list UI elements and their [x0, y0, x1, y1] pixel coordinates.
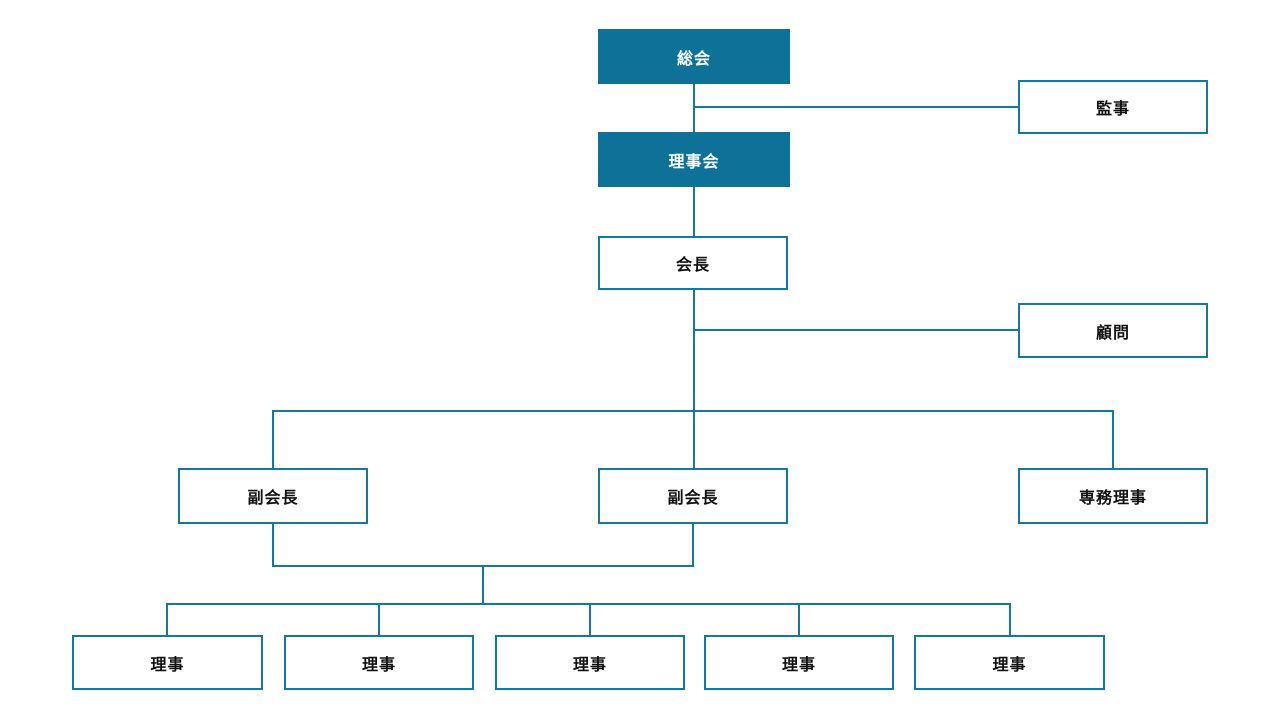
org-node-riji-4: 理事: [704, 635, 894, 690]
line-kaichou-down: [693, 290, 695, 468]
org-node-label: 副会長: [667, 490, 719, 507]
org-node-label: 理事: [150, 656, 185, 674]
line-rijikai-kaichou: [693, 187, 695, 236]
line-branch-komon: [693, 329, 1019, 331]
org-node-riji-1: 理事: [72, 635, 263, 690]
drop-riji-1: [166, 604, 168, 635]
org-node-label: 専務理事: [1078, 490, 1147, 507]
v-join-mid: [482, 566, 484, 604]
drop-riji-2: [378, 604, 380, 635]
org-node-riji-5: 理事: [914, 635, 1105, 690]
drop-riji-4: [798, 604, 800, 635]
org-node-label: 顧問: [1095, 324, 1130, 342]
org-node-riji-3: 理事: [495, 635, 685, 690]
org-node-label: 理事: [781, 656, 816, 674]
org-node-label: 理事: [572, 656, 607, 674]
org-node-kanji: 監事: [1018, 80, 1208, 134]
bus-row3: [166, 603, 1011, 605]
line-fuku1-down: [272, 524, 274, 566]
org-node-riji-2: 理事: [284, 635, 474, 690]
org-node-label: 理事: [992, 656, 1027, 674]
line-fuku2-down: [692, 524, 694, 566]
org-node-komon: 顧問: [1018, 303, 1208, 358]
org-node-label: 副会長: [247, 490, 299, 507]
org-node-label: 会長: [675, 257, 710, 274]
bus-row2: [272, 410, 1114, 412]
line-soukai-rijikai: [693, 84, 695, 132]
line-branch-kanji: [693, 106, 1019, 108]
drop-riji-3: [589, 604, 591, 635]
org-node-label: 理事: [361, 656, 396, 674]
org-node-label: 理事会: [668, 153, 720, 171]
org-node-rijikai: 理事会: [598, 132, 790, 187]
org-node-fukukaichou-2: 副会長: [598, 468, 788, 524]
org-node-label: 総会: [676, 50, 711, 68]
org-node-soukai: 総会: [598, 29, 790, 84]
org-node-kaichou: 会長: [598, 236, 788, 290]
org-node-label: 監事: [1095, 101, 1130, 118]
org-node-fukukaichou-1: 副会長: [178, 468, 368, 524]
drop-riji-5: [1009, 604, 1011, 635]
drop-fukukaichou-1: [272, 411, 274, 468]
org-node-senmu-riji: 専務理事: [1018, 468, 1208, 524]
drop-senmu-riji: [1112, 411, 1114, 468]
